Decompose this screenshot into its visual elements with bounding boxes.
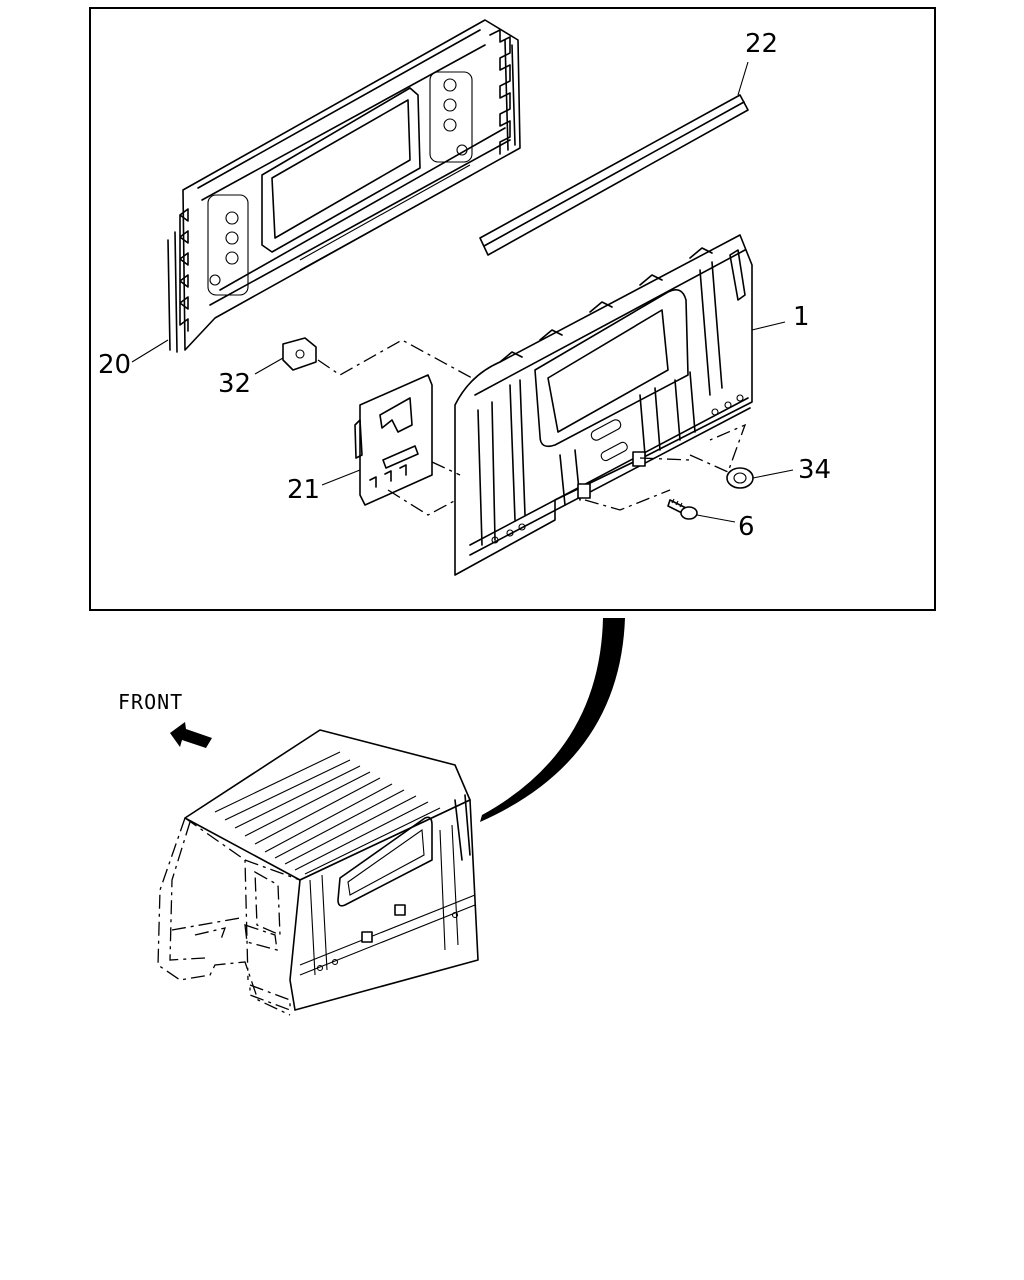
front-arrow-icon — [170, 722, 212, 748]
callout-22: 22 — [745, 29, 778, 59]
front-label: FRONT — [118, 690, 183, 714]
part-1-inner-rear-panel — [454, 234, 753, 576]
leader-lines — [131, 61, 794, 523]
exploded-view-frame — [89, 7, 936, 611]
part-32-plate — [282, 337, 317, 371]
part-21-bracket — [354, 374, 433, 506]
callout-20: 20 — [98, 350, 131, 380]
callout-34: 34 — [798, 455, 831, 485]
part-22-roof-rail — [479, 94, 749, 256]
callout-1: 1 — [793, 302, 810, 332]
location-arrow — [480, 618, 625, 822]
callout-32: 32 — [218, 369, 251, 399]
cab-overview — [157, 729, 479, 1016]
callout-21: 21 — [287, 475, 320, 505]
assembly-lines — [317, 339, 747, 516]
callout-6: 6 — [738, 512, 755, 542]
part-20-outer-rear-panel — [167, 19, 521, 353]
part-6-bolt — [667, 498, 698, 520]
part-34-nut — [726, 467, 754, 489]
